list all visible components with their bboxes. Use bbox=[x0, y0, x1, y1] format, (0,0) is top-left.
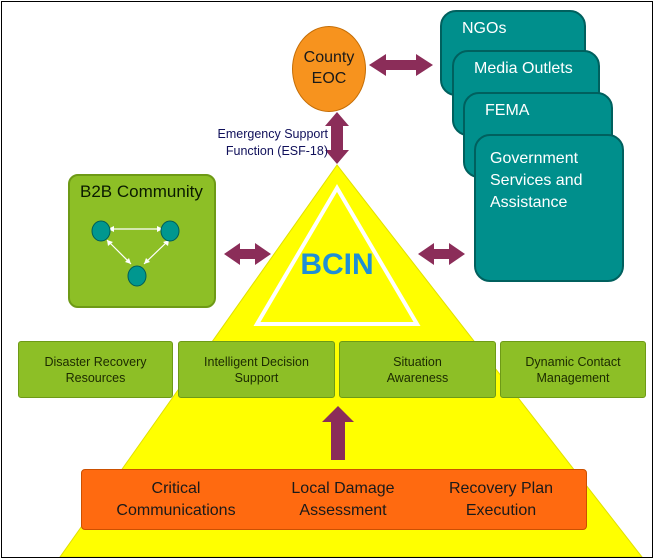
foundation-recovery-plan: Recovery Plan Execution bbox=[426, 478, 576, 522]
capability-situation-awareness-line1: Situation bbox=[393, 354, 442, 369]
b2b-node-graph bbox=[91, 220, 180, 287]
b2b-community-box: B2B Community bbox=[68, 174, 216, 308]
eoc-stack-arrow bbox=[369, 54, 433, 76]
capability-situation-awareness-line2: Awareness bbox=[386, 370, 449, 385]
county-eoc-node: County EOC bbox=[292, 26, 366, 112]
b2b-node-bottom bbox=[127, 265, 147, 287]
eoc-pyramid-arrow bbox=[325, 112, 349, 164]
capability-intelligent-decision-line1: Intelligent Decision bbox=[204, 354, 309, 369]
stack-card-ngos-label: NGOs bbox=[462, 20, 507, 37]
foundation-local-damage-line2: Assessment bbox=[299, 502, 387, 519]
capability-intelligent-decision: Intelligent Decision Support bbox=[178, 341, 335, 398]
foundation-bar: Critical Communications Local Damage Ass… bbox=[81, 469, 587, 530]
foundation-recovery-plan-line2: Execution bbox=[465, 502, 537, 519]
inner-triangle bbox=[253, 184, 421, 326]
esf-label-line2: Function (ESF-18) bbox=[225, 144, 328, 158]
foundation-recovery-plan-line1: Recovery Plan bbox=[448, 480, 554, 497]
pyramid-stack-arrow bbox=[418, 243, 465, 265]
county-eoc-line1: County bbox=[303, 49, 355, 66]
capability-situation-awareness: Situation Awareness bbox=[339, 341, 496, 398]
b2b-node-right bbox=[160, 220, 180, 242]
esf-label: Emergency Support Function (ESF-18) bbox=[198, 126, 328, 160]
b2b-pyramid-arrow bbox=[224, 243, 271, 265]
capability-dynamic-contact: Dynamic Contact Management bbox=[500, 341, 646, 398]
foundation-critical-communications: Critical Communications bbox=[96, 478, 256, 522]
capability-disaster-recovery: Disaster Recovery Resources bbox=[18, 341, 173, 398]
capability-dynamic-contact-line2: Management bbox=[536, 370, 610, 385]
capability-dynamic-contact-line1: Dynamic Contact bbox=[525, 354, 621, 369]
capability-disaster-recovery-line2: Resources bbox=[65, 370, 126, 385]
stack-card-media-label: Media Outlets bbox=[474, 60, 573, 77]
stack-card-government-line2: Services and bbox=[490, 172, 583, 189]
b2b-title: B2B Community bbox=[80, 182, 203, 201]
b2b-edges bbox=[106, 228, 170, 265]
foundation-local-damage: Local Damage Assessment bbox=[268, 478, 418, 522]
capability-disaster-recovery-line1: Disaster Recovery bbox=[44, 354, 147, 369]
foundation-critical-communications-line1: Critical bbox=[151, 480, 201, 497]
foundation-critical-communications-line2: Communications bbox=[116, 502, 236, 519]
bcin-label: BCIN bbox=[300, 248, 374, 281]
bottom-up-arrow bbox=[322, 406, 354, 460]
stack-card-government: Government Services and Assistance bbox=[474, 134, 624, 282]
b2b-arrowheads bbox=[107, 226, 169, 264]
county-eoc-line2: EOC bbox=[311, 70, 347, 87]
stack-card-government-line1: Government bbox=[490, 150, 579, 167]
capability-intelligent-decision-line2: Support bbox=[234, 370, 279, 385]
foundation-local-damage-line1: Local Damage bbox=[291, 480, 395, 497]
b2b-node-left bbox=[91, 220, 111, 242]
stack-card-government-line3: Assistance bbox=[490, 194, 568, 211]
esf-label-line1: Emergency Support bbox=[217, 127, 328, 141]
stack-card-fema-label: FEMA bbox=[485, 102, 530, 119]
